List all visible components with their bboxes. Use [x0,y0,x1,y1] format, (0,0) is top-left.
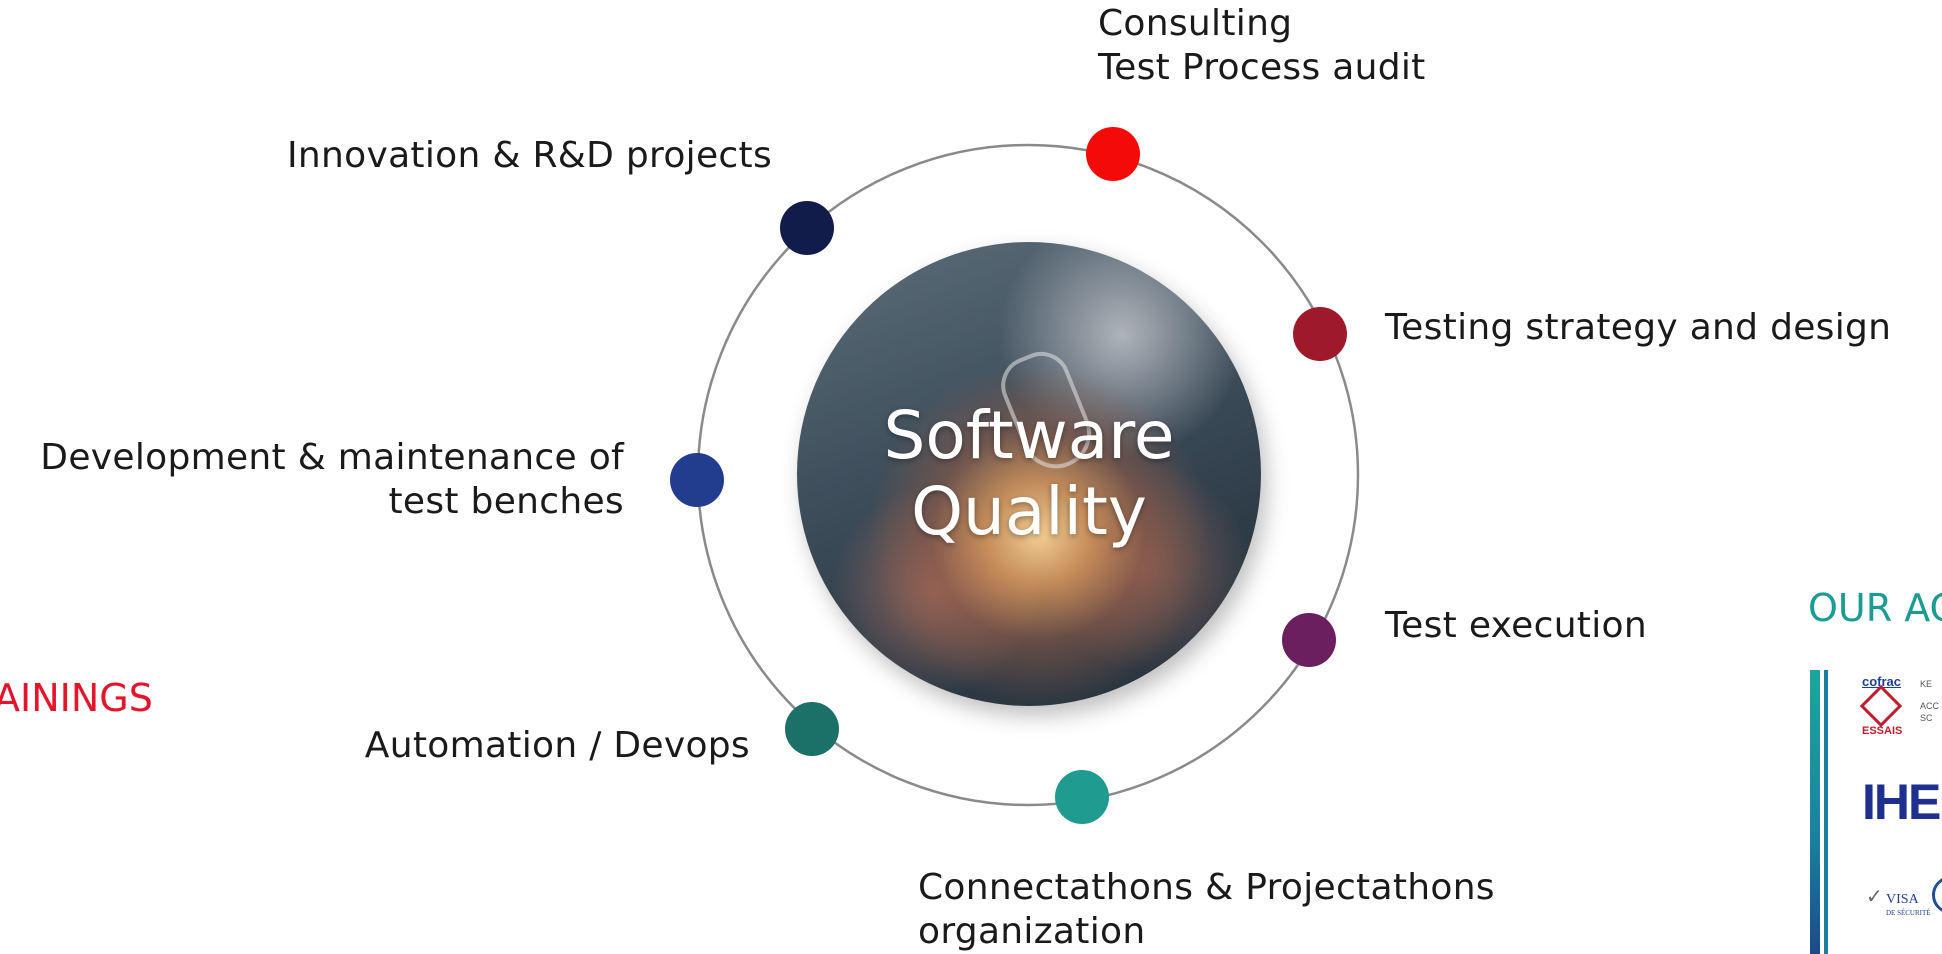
dot-innovation [780,201,834,255]
label-strategy: Testing strategy and design [1385,306,1891,350]
label-consulting: Consulting Test Process audit [1098,2,1426,90]
dot-consulting [1086,127,1140,181]
accreditations-panel: cofrac ESSAIS KE ACC SC IHE ✓ VISA DE SÉ… [1810,670,1942,954]
cofrac-logo-top: cofrac [1862,674,1902,689]
center-photo [797,242,1261,706]
dot-execution [1282,613,1336,667]
checkmark-icon: ✓ [1866,886,1883,908]
accent-bar [1810,670,1820,954]
visa-logo: ✓ VISA DE SÉCURITÉ [1866,884,1931,917]
label-connectathons-line-2: organization [918,911,1146,952]
cofrac-logo-bottom: ESSAIS [1862,725,1903,737]
accent-bar-thin [1824,670,1828,954]
label-consulting-line-1: Consulting [1098,3,1293,44]
ihe-logo: IHE [1862,774,1941,830]
label-benches-line-1: Development & maintenance of [40,437,624,478]
label-execution-line-1: Test execution [1385,605,1647,646]
label-automation-line-1: Automation / Devops [364,725,750,766]
label-innovation-line-1: Innovation & R&D projects [286,135,772,176]
label-strategy-line-1: Testing strategy and design [1385,307,1892,348]
accreditations-heading: OUR AC [1808,586,1942,630]
dot-strategy [1293,307,1347,361]
label-automation: Automation / Devops [336,724,750,768]
center-title-line-2: Quality [911,473,1147,550]
label-benches-line-2: test benches [388,481,624,522]
dot-benches [670,453,724,507]
cofrac-side-text: KE ACC SC [1920,678,1939,724]
cofrac-side-line-2: ACC [1920,701,1940,711]
label-innovation: Innovation & R&D projects [258,134,772,178]
cofrac-side-line-3: SC [1920,713,1933,723]
dot-connectathons [1055,770,1109,824]
cofrac-logo: cofrac ESSAIS [1859,674,1908,744]
security-seal-icon [1932,876,1942,914]
label-connectathons: Connectathons & Projectathons organizati… [918,866,1495,954]
trainings-heading-partial: AININGS [0,676,153,720]
center-title: Software Quality [797,242,1261,706]
center-title-line-1: Software [883,397,1175,474]
cofrac-mark-icon [1859,684,1903,728]
cofrac-side-line-1: KE [1920,679,1933,689]
dot-automation [785,702,839,756]
visa-logo-text: VISA [1886,892,1919,907]
visa-logo-subtext: DE SÉCURITÉ [1886,909,1931,917]
label-benches: Development & maintenance of test benche… [4,436,624,524]
label-execution: Test execution [1385,604,1647,648]
label-connectathons-line-1: Connectathons & Projectathons [918,867,1495,908]
label-consulting-line-2: Test Process audit [1098,47,1426,88]
